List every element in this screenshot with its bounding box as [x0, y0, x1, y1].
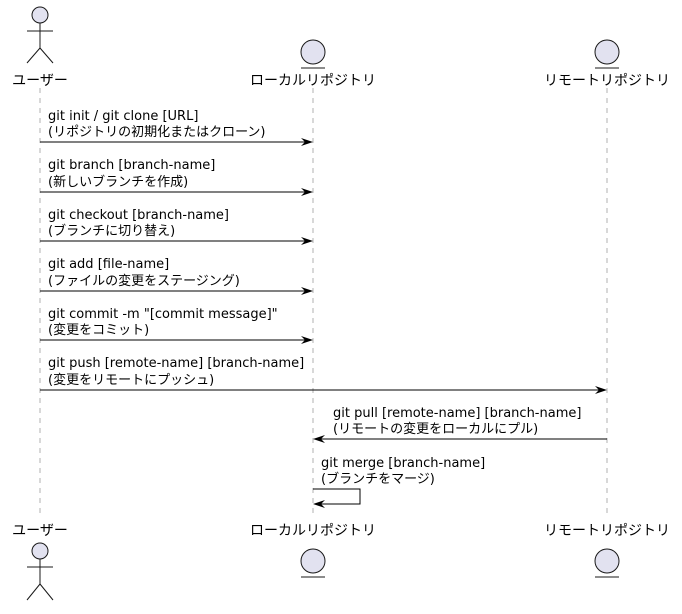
message-description: (リモートの変更をローカルにプル) — [333, 421, 538, 437]
message-command: git pull [remote-name] [branch-name] — [333, 406, 581, 421]
participant-label: リモートリポジトリ — [544, 73, 670, 89]
message-branch: git branch [branch-name] (新しいブランチを作成) — [40, 158, 313, 196]
participant-user-top: ユーザー — [12, 6, 68, 89]
message-description: (ブランチをマージ) — [321, 471, 435, 487]
message-description: (ブランチに切り替え) — [48, 223, 175, 239]
message-merge: git merge [branch-name] (ブランチをマージ) — [313, 456, 485, 508]
message-init-clone: git init / git clone [URL] (リポジトリの初期化または… — [40, 109, 313, 146]
participant-user-bottom: ユーザー — [12, 523, 68, 601]
message-command: git add [file-name] — [48, 257, 169, 272]
participant-remote-bottom: リモートリポジトリ — [544, 523, 670, 578]
message-description: (新しいブランチを作成) — [48, 174, 188, 190]
participant-local-bottom: ローカルリポジトリ — [250, 523, 376, 578]
entity-icon — [594, 548, 620, 578]
entity-icon — [300, 39, 326, 69]
participant-remote-top: リモートリポジトリ — [544, 39, 670, 89]
message-add: git add [file-name] (ファイルの変更をステージング) — [40, 257, 313, 295]
message-command: git init / git clone [URL] — [48, 109, 198, 124]
message-command: git checkout [branch-name] — [48, 208, 229, 223]
message-description: (変更をコミット) — [48, 322, 149, 338]
actor-figure-icon — [26, 542, 54, 601]
message-description: (リポジトリの初期化またはクローン) — [48, 125, 266, 140]
arrow-right-icon — [595, 386, 607, 394]
message-description: (ファイルの変更をステージング) — [48, 273, 240, 289]
message-checkout: git checkout [branch-name] (ブランチに切り替え) — [40, 208, 313, 245]
participant-local-top: ローカルリポジトリ — [250, 39, 376, 89]
participant-label: ローカルリポジトリ — [250, 523, 376, 539]
arrow-left-icon — [313, 435, 325, 443]
message-push: git push [remote-name] [branch-name] (変更… — [40, 356, 607, 394]
arrow-right-icon — [301, 188, 313, 196]
arrow-right-icon — [301, 287, 313, 295]
message-command: git merge [branch-name] — [321, 456, 485, 471]
arrow-right-icon — [301, 138, 313, 146]
actor-figure-icon — [26, 6, 54, 64]
message-self-loop-line — [313, 488, 361, 505]
message-commit: git commit -m "[commit message]" (変更をコミッ… — [40, 307, 313, 344]
message-command: git commit -m "[commit message]" — [48, 307, 278, 322]
message-command: git push [remote-name] [branch-name] — [48, 356, 304, 371]
arrow-right-icon — [301, 336, 313, 344]
entity-icon — [594, 39, 620, 69]
participant-label: ユーザー — [12, 523, 68, 539]
participant-label: リモートリポジトリ — [544, 523, 670, 539]
participant-label: ユーザー — [12, 73, 68, 89]
entity-icon — [300, 548, 326, 578]
message-description: (変更をリモートにプッシュ) — [48, 372, 214, 388]
message-pull: git pull [remote-name] [branch-name] (リモ… — [313, 406, 607, 443]
participant-label: ローカルリポジトリ — [250, 73, 376, 89]
message-command: git branch [branch-name] — [48, 158, 215, 173]
arrow-right-icon — [301, 237, 313, 245]
arrow-left-icon — [313, 500, 325, 508]
